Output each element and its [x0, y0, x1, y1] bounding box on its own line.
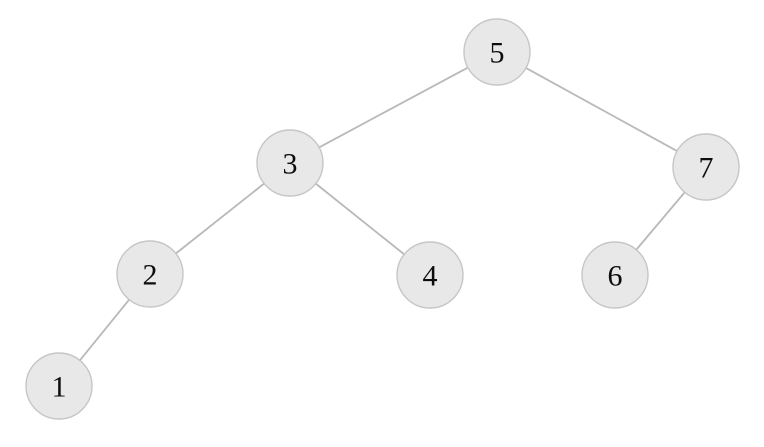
- tree-node-7[interactable]: 7: [672, 133, 740, 201]
- tree-edge-3-4: [314, 182, 406, 256]
- node-label-1: 1: [52, 371, 67, 404]
- node-label-2: 2: [143, 259, 158, 292]
- edges-group: [78, 66, 686, 362]
- node-circle-5[interactable]: [463, 18, 531, 86]
- tree-edge-2-1: [78, 298, 131, 362]
- tree-node-2[interactable]: 2: [116, 240, 184, 308]
- node-circle-4[interactable]: [396, 241, 464, 309]
- node-label-3: 3: [283, 148, 298, 181]
- nodes-group: 5 3 7 2 4 6 1: [25, 18, 740, 420]
- node-circle-1[interactable]: [25, 352, 93, 420]
- tree-node-4[interactable]: 4: [396, 241, 464, 309]
- tree-edge-5-3: [318, 66, 469, 149]
- node-label-4: 4: [423, 260, 438, 293]
- tree-edge-5-7: [525, 67, 678, 152]
- tree-node-3[interactable]: 3: [256, 129, 324, 197]
- node-label-7: 7: [699, 152, 714, 185]
- tree-edge-3-2: [174, 182, 266, 255]
- node-label-5: 5: [490, 37, 505, 70]
- node-circle-7[interactable]: [672, 133, 740, 201]
- node-circle-3[interactable]: [256, 129, 324, 197]
- tree-node-1[interactable]: 1: [25, 352, 93, 420]
- tree-node-6[interactable]: 6: [581, 241, 649, 309]
- tree-edge-7-6: [635, 191, 686, 251]
- node-label-6: 6: [608, 260, 623, 293]
- node-circle-6[interactable]: [581, 241, 649, 309]
- tree-node-5[interactable]: 5: [463, 18, 531, 86]
- node-circle-2[interactable]: [116, 240, 184, 308]
